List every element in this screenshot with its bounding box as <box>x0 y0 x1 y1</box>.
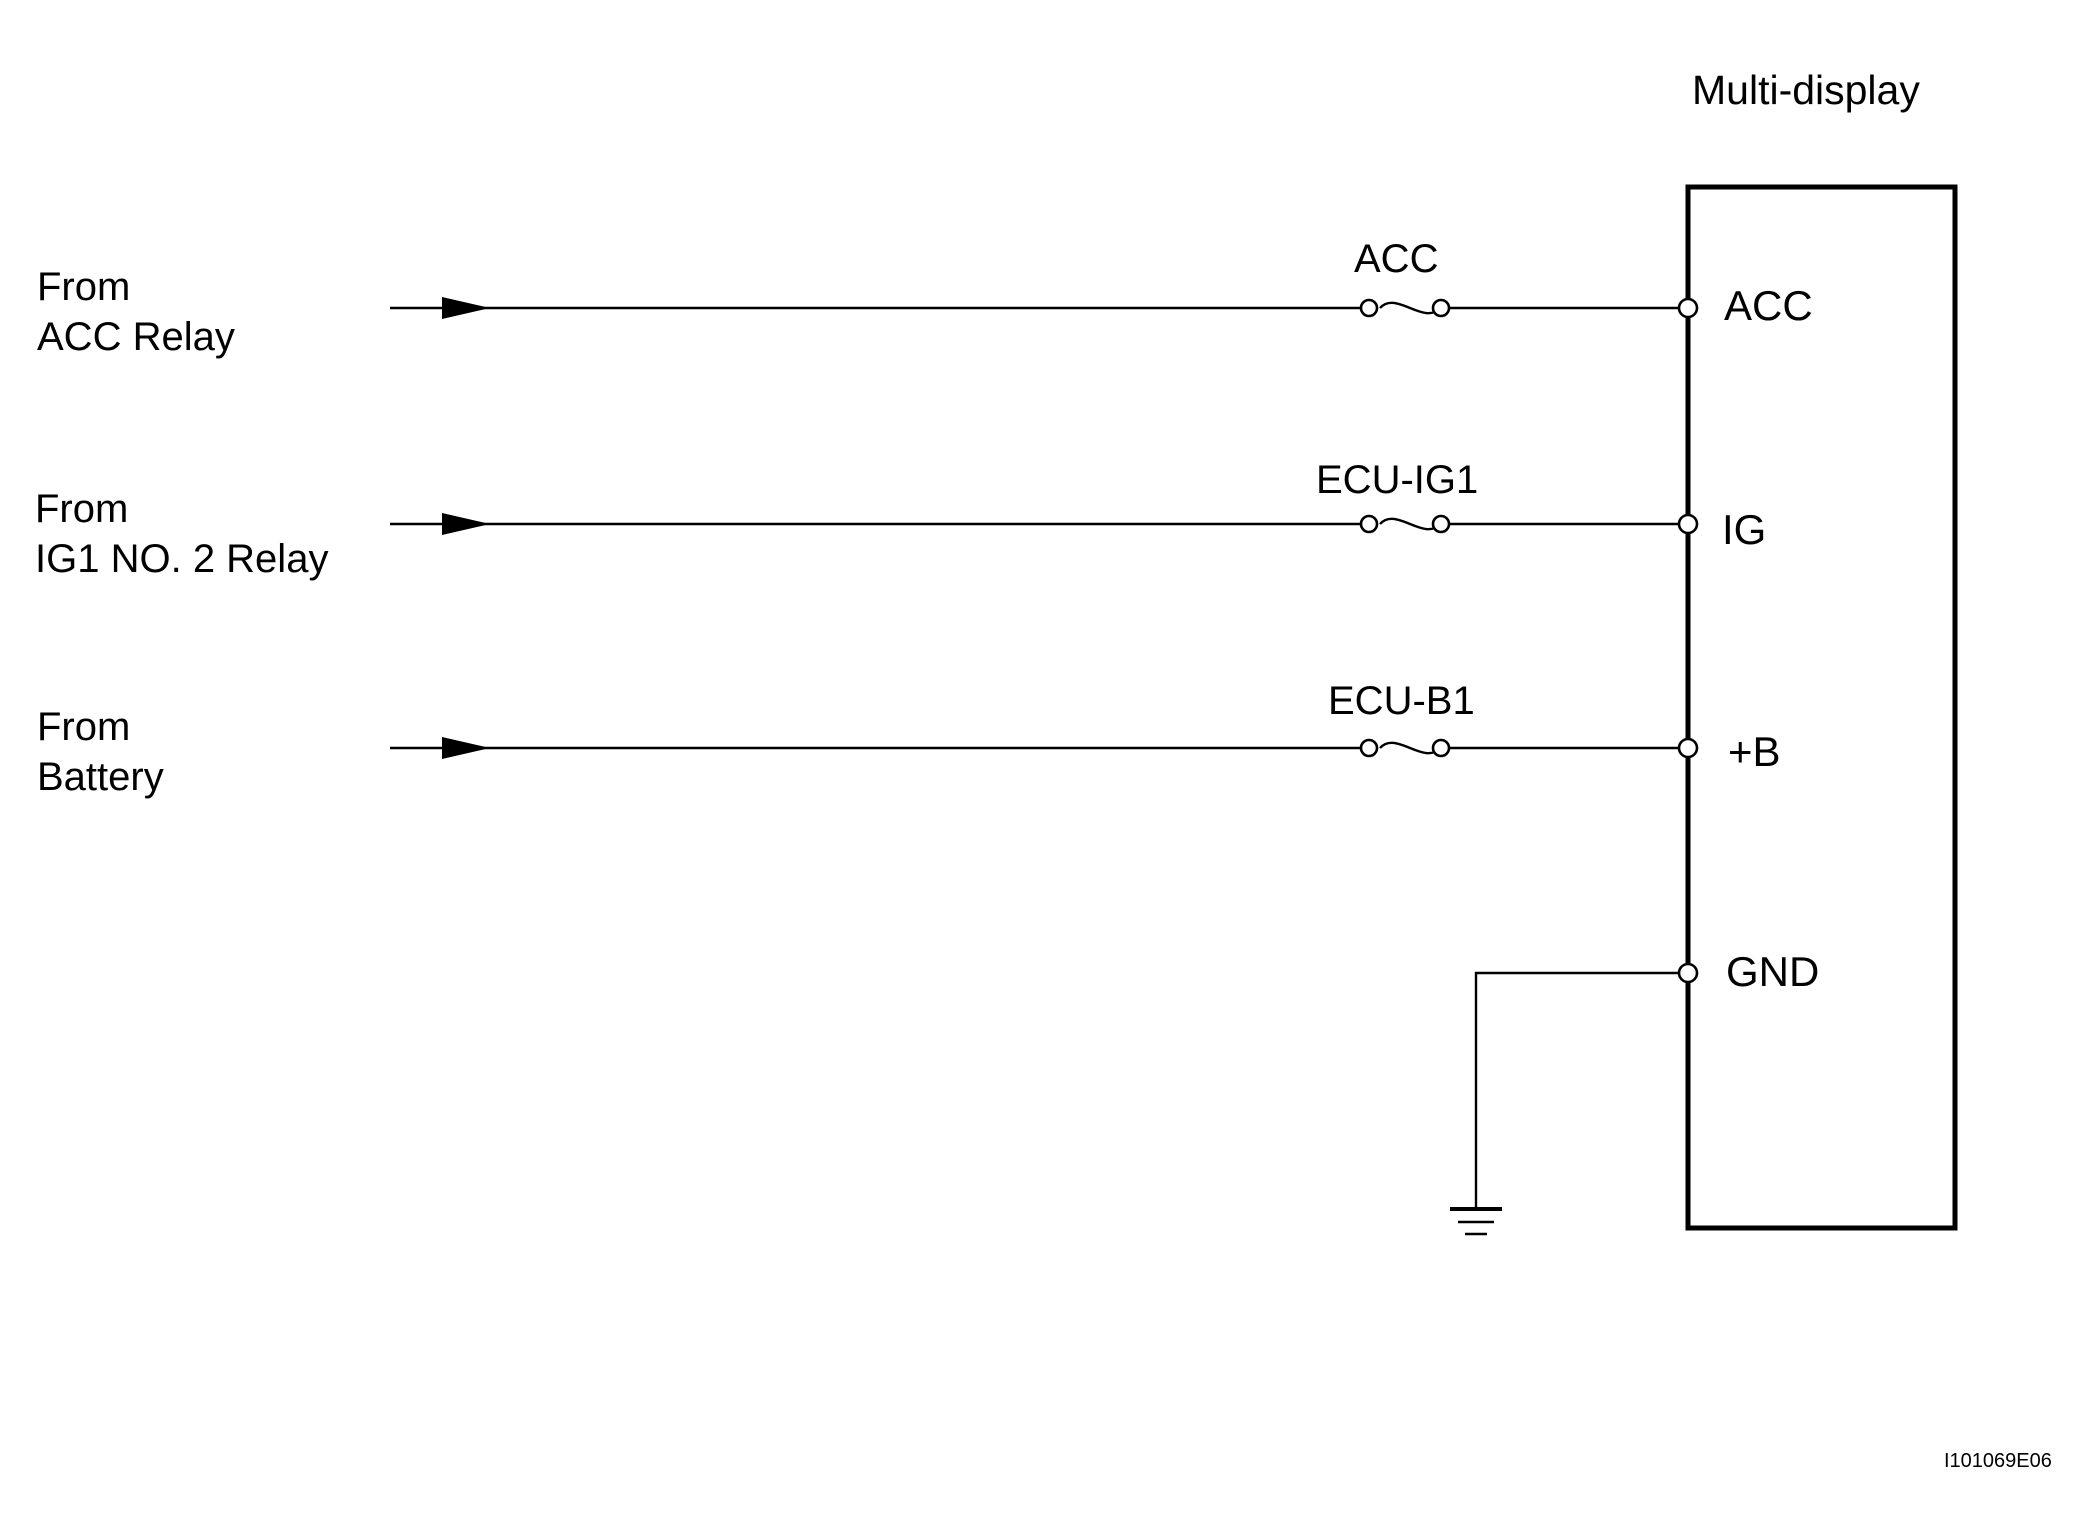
wire-ground <box>1474 971 1679 1208</box>
arrow-right-icon <box>442 297 490 319</box>
circuit-ig: From IG1 NO. 2 Relay ECU-IG1 IG <box>35 458 1766 581</box>
pin-b-label: +B <box>1728 728 1781 775</box>
fuse-icon <box>1359 514 1451 534</box>
pin-acc-label: ACC <box>1724 282 1813 329</box>
arrow-right-icon <box>442 513 490 535</box>
arrow-right-icon <box>442 737 490 759</box>
terminal-ig <box>1677 513 1699 535</box>
pin-ig-label: IG <box>1722 506 1766 553</box>
source-acc-relay-label: ACC Relay <box>37 315 235 359</box>
source-battery-label: Battery <box>37 755 164 799</box>
circuit-battery: From Battery ECU-B1 +B <box>37 679 1781 799</box>
component-title: Multi-display <box>1692 67 1920 113</box>
figure-code: I101069E06 <box>1944 1450 2052 1472</box>
source-from-label: From <box>37 265 130 309</box>
circuit-ground: GND <box>1450 948 1819 1236</box>
terminal-gnd <box>1677 962 1699 984</box>
source-from-label: From <box>35 487 128 531</box>
fuse-ecu-ig1-label: ECU-IG1 <box>1316 458 1478 502</box>
pin-gnd-label: GND <box>1726 948 1819 995</box>
ground-icon <box>1450 1207 1502 1236</box>
multi-display-box <box>1685 184 1958 1231</box>
terminal-b <box>1677 737 1699 759</box>
circuit-acc: From ACC Relay ACC ACC <box>37 237 1813 359</box>
source-ig1-no2-relay-label: IG1 NO. 2 Relay <box>35 537 328 581</box>
terminal-acc <box>1677 297 1699 319</box>
fuse-icon <box>1359 738 1451 758</box>
source-from-label: From <box>37 705 130 749</box>
fuse-ecu-b1-label: ECU-B1 <box>1328 679 1475 723</box>
fuse-icon <box>1359 298 1451 318</box>
fuse-acc-label: ACC <box>1354 237 1438 281</box>
